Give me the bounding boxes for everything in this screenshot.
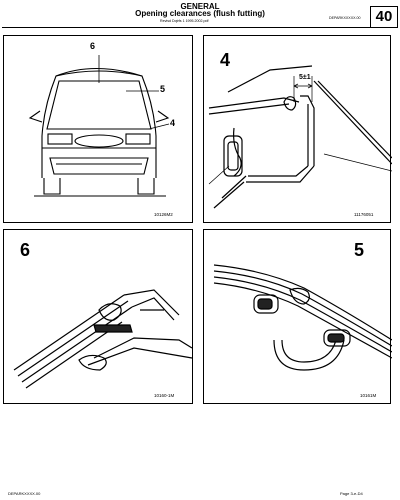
section-4-drawing bbox=[208, 65, 392, 209]
page-title: Opening clearances (flush futting) bbox=[135, 9, 265, 18]
label-4: 4 bbox=[170, 118, 176, 128]
figure-ref: 10160-1M bbox=[154, 393, 175, 398]
figure-section-5: 5 10161M bbox=[203, 229, 392, 404]
section-title: GENERAL bbox=[180, 2, 220, 11]
figure-section-6: 6 10160-1M bbox=[3, 229, 193, 404]
document-code: DEPARKXXXXX.00 bbox=[329, 16, 361, 20]
label-5: 5 bbox=[160, 84, 166, 94]
footer-right: Page 3-e-D4 bbox=[340, 491, 363, 496]
header-rule bbox=[2, 27, 370, 28]
section-5-drawing bbox=[213, 264, 392, 371]
footer-left: DEPARKXXXX.00 bbox=[8, 491, 41, 496]
section-number: 6 bbox=[20, 240, 31, 260]
figure-section-4: 4 5±1 11176051 bbox=[203, 35, 392, 223]
figure-ref: 10161M bbox=[360, 393, 377, 398]
section-number: 5 bbox=[354, 240, 365, 260]
vehicle-front-drawing bbox=[28, 55, 170, 197]
source-file: Revisd Dqtrfs 1 1995.2002.pdf bbox=[160, 19, 209, 23]
figure-ref: 11176051 bbox=[354, 212, 374, 217]
label-6: 6 bbox=[90, 41, 96, 51]
figure-vehicle-front: 6 5 4 10126M2 bbox=[3, 35, 193, 223]
dimension-label: 5±1 bbox=[299, 74, 311, 81]
chapter-number: 40 bbox=[370, 6, 398, 28]
figure-ref: 10126M2 bbox=[154, 212, 173, 217]
section-number: 4 bbox=[220, 50, 231, 70]
section-6-drawing bbox=[13, 289, 193, 389]
